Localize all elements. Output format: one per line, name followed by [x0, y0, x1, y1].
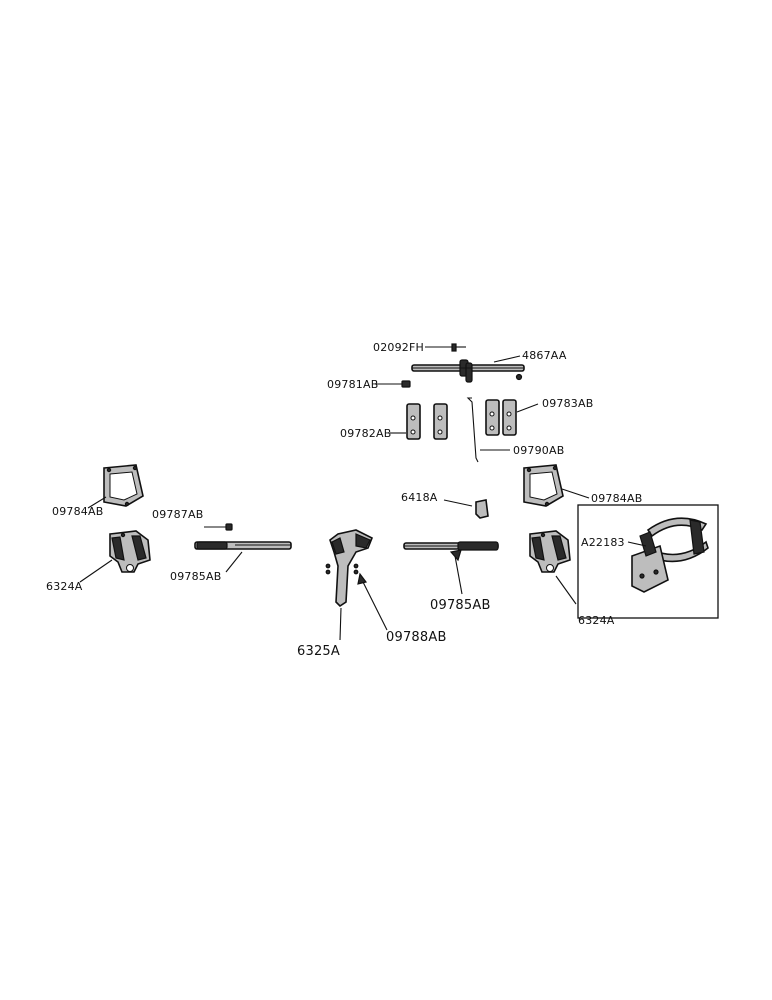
label-09782ab: 09782AB	[340, 427, 391, 440]
leader-09788ab	[361, 579, 388, 631]
screw-09781ab	[376, 380, 411, 388]
plate-09783ab-b	[502, 399, 517, 436]
shift-block-6418a	[475, 499, 489, 519]
plate-09782ab-b	[433, 403, 448, 440]
leader-a22183	[627, 541, 647, 547]
label-09784ab-right: 09784AB	[591, 492, 642, 505]
shifter-housing-6324a-left	[109, 530, 151, 573]
label-09781ab: 09781AB	[327, 378, 378, 391]
label-6324a-right: 6324A	[578, 614, 615, 627]
shift-rail-09785ab-center	[403, 541, 499, 551]
arrow-09788ab	[357, 572, 368, 585]
shaft-4867aa	[411, 359, 525, 383]
label-6324a-left: 6324A	[46, 580, 83, 593]
leader-6324a-right	[555, 575, 577, 605]
label-a22183: A22183	[581, 536, 625, 549]
shifter-housing-6324a-right	[529, 530, 571, 573]
plate-09782ab-a	[406, 403, 421, 440]
label-09783ab: 09783AB	[542, 397, 593, 410]
label-09784ab-left: 09784AB	[52, 505, 103, 518]
leader-09783ab	[516, 403, 539, 413]
shifter-lever-6325a	[325, 529, 374, 608]
leader-6325a	[339, 607, 342, 641]
cover-plate-09784ab-right	[523, 464, 564, 507]
plate-09783ab-a	[485, 399, 500, 436]
leader-09785ab-center	[454, 555, 463, 595]
label-6325a: 6325A	[297, 644, 340, 659]
label-09785ab-center: 09785AB	[430, 598, 491, 613]
label-6418a: 6418A	[401, 491, 438, 504]
leader-6324a-left	[79, 559, 113, 583]
leader-09784ab-left	[87, 496, 107, 509]
small-washer	[515, 373, 523, 381]
leader-6418a	[443, 499, 473, 507]
pin-02092fh	[425, 343, 466, 352]
label-02092fh: 02092FH	[373, 341, 424, 354]
label-4867aa: 4867AA	[522, 349, 567, 362]
rod-09790ab	[466, 397, 479, 463]
cover-plate-09784ab-left	[103, 464, 144, 507]
leader-4867aa	[493, 355, 521, 363]
fork-assembly-a22183	[631, 517, 709, 593]
shift-rail-09785ab-left	[194, 541, 292, 550]
leader-09785ab-left	[225, 551, 243, 573]
screw-09787ab	[204, 523, 233, 531]
label-09787ab: 09787AB	[152, 508, 203, 521]
label-09788ab: 09788AB	[386, 630, 447, 645]
leader-09784ab-right	[561, 488, 590, 499]
label-09785ab-left: 09785AB	[170, 570, 221, 583]
arrow-09785ab-center	[449, 549, 462, 562]
assembly-inset-frame	[577, 504, 719, 619]
label-09790ab: 09790AB	[513, 444, 564, 457]
